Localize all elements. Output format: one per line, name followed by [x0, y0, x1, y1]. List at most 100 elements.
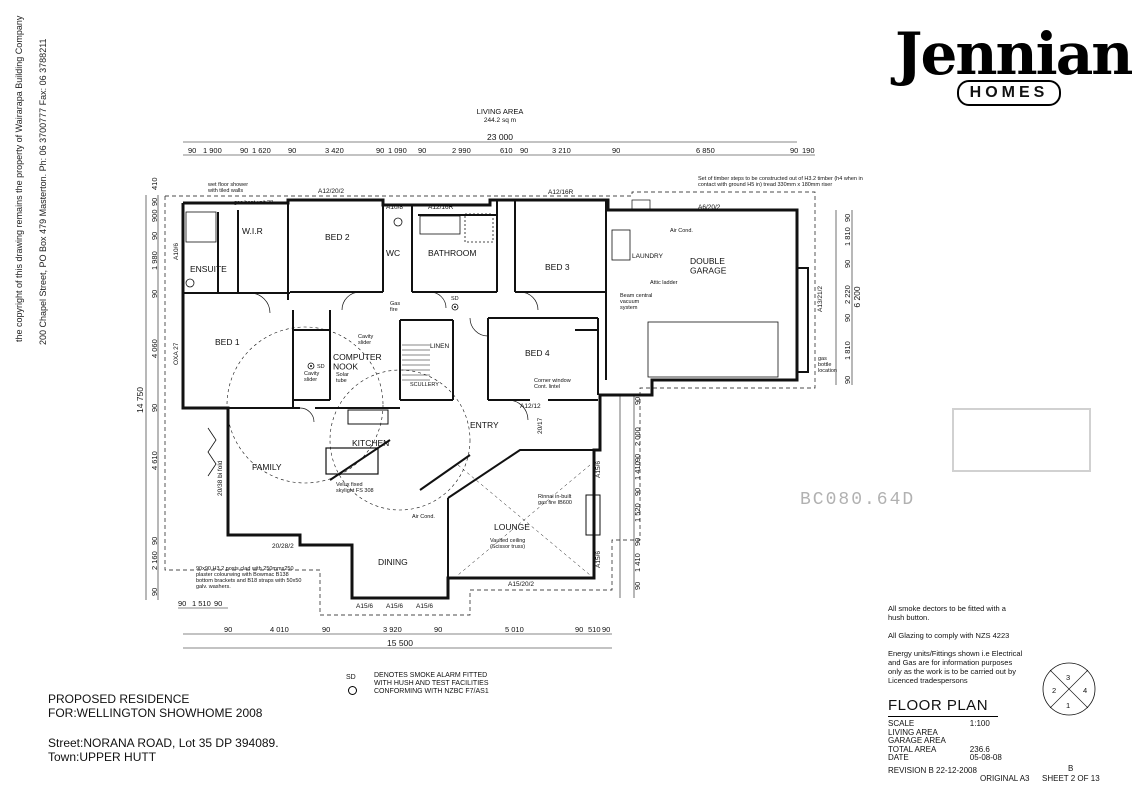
window-a15-6-5: A15/6: [595, 551, 602, 568]
project-info: PROPOSED RESIDENCE FOR:WELLINGTON SHOWHO…: [48, 692, 279, 764]
dim-top-4: 1 620: [252, 146, 271, 155]
room-wc: WC: [386, 248, 400, 258]
window-tags: A12/20/2 A10/8 A12/16R A12/16R A6/20/2 A…: [173, 188, 824, 610]
dim-right-11: 1 410: [633, 461, 642, 480]
dim-left-5: 1 980: [150, 251, 159, 270]
original-size: ORIGINAL A3: [980, 774, 1030, 783]
note-timber-steps: Set of timber steps to be constructed ou…: [698, 176, 863, 188]
note-attic: Attic ladder: [650, 280, 678, 286]
dim-right-2: 1 810: [843, 227, 852, 246]
dim-left-6: 90: [150, 290, 159, 298]
dims-right-column: 90 1 810 90 2 220 90 1 810 90 90 2 000 9…: [633, 214, 852, 590]
exterior-wall: [181, 198, 799, 600]
project-line-2: FOR:WELLINGTON SHOWHOME 2008: [48, 706, 263, 720]
living-area-value: 244.2 sq m: [484, 117, 516, 124]
dim-top-15: 6 850: [696, 146, 715, 155]
tb-val: 1:100: [969, 719, 990, 728]
dim-right-9: 2 000: [633, 427, 642, 446]
dim-right-15: 1 410: [633, 553, 642, 572]
kitchen-island: [325, 447, 379, 475]
window-a15-6-2: A15/6: [386, 603, 403, 610]
dim-right-16: 90: [633, 582, 642, 590]
note-aircond-garage: Air Cond.: [670, 228, 693, 234]
dim-bot2-7: 90: [575, 625, 583, 634]
laundry-tubs: [611, 229, 631, 261]
room-ensuite: ENSUITE: [190, 264, 227, 274]
toilet-wc: [393, 217, 403, 227]
dim-right-10: 90: [633, 454, 642, 462]
fireplace: [585, 494, 601, 536]
compass-1: 1: [1066, 701, 1070, 710]
window-a10-6: A10/6: [173, 243, 180, 260]
dim-right-14: 90: [633, 538, 642, 546]
note-energy: Energy units/Fittings shown i.e Electric…: [888, 649, 1023, 685]
dim-bot2-4: 3 920: [383, 625, 402, 634]
logo-subtext: HOMES: [957, 80, 1061, 106]
room-bed1: BED 1: [215, 337, 240, 347]
dim-left-2: 90: [150, 198, 159, 206]
shower-base: [185, 211, 217, 243]
note-aircond-dining: Air Cond.: [412, 514, 435, 520]
dim-bot1-1: 90: [178, 599, 186, 608]
arc-living: [226, 326, 384, 484]
door-swings: [249, 291, 539, 423]
revision-label: REVISION B 22-12-2008: [888, 766, 977, 775]
jennian-homes-logo: Jennian HOMES: [895, 20, 1132, 112]
revision-letter: B: [1068, 764, 1074, 773]
dims-top-row: 90 1 900 90 1 620 90 3 420 90 1 090 90 2…: [188, 146, 815, 155]
dim-top-7: 90: [376, 146, 384, 155]
legend-sd-mark: SD: [346, 674, 356, 681]
dim-right-4: 2 220: [843, 285, 852, 304]
dim-left-10: 90: [150, 537, 159, 545]
dim-top-16: 90: [790, 146, 798, 155]
dim-bot2-3: 90: [322, 625, 330, 634]
smoke-alarm-icon: [348, 686, 357, 695]
dim-left-12: 90: [150, 588, 159, 596]
note-vaulted: Vaulted ceiling(Scissor truss): [490, 538, 525, 550]
lounge-walls: [329, 439, 594, 578]
window-a12-20-2: A12/20/2: [318, 188, 344, 195]
dim-right-6: 1 810: [843, 341, 852, 360]
dim-right-1: 90: [843, 214, 852, 222]
window-a12-16r-1: A12/16R: [428, 204, 454, 211]
sd-mark-1: SD: [451, 296, 459, 302]
window-20-17: 20/17: [537, 417, 544, 434]
sd-mark-2: SD: [317, 364, 325, 370]
project-town: Town:UPPER HUTT: [48, 750, 157, 764]
dim-left-7: 4 060: [150, 339, 159, 358]
project-street: Street:NORANA ROAD, Lot 35 DP 394089.: [48, 736, 279, 750]
window-a6-20-2: A6/20/2: [698, 204, 721, 211]
tb-row: TOTAL AREA 236.6: [888, 744, 1026, 755]
window-a10-8: A10/8: [386, 204, 403, 211]
tb-val: [970, 729, 1026, 738]
tb-val: 236.6: [969, 744, 990, 754]
kitchen-bench: [347, 409, 389, 425]
room-wir: W.I.R: [242, 226, 263, 236]
general-notes: All smoke dectors to be fitted with a hu…: [888, 604, 1048, 694]
living-area-label: LIVING AREA: [477, 107, 524, 116]
dim-top-11: 610: [500, 146, 513, 155]
room-lounge: LOUNGE: [494, 522, 530, 532]
room-scullery: SCULLERY: [410, 382, 439, 388]
roofline: [164, 191, 816, 616]
tb-key: TOTAL AREA: [888, 744, 937, 754]
dim-bot1-3: 90: [214, 599, 222, 608]
dim-overall-top: 23 000: [487, 132, 513, 142]
logo-wordmark: Jennian: [895, 20, 1132, 88]
dim-left-9: 4 610: [150, 451, 159, 470]
dim-top-13: 3 210: [552, 146, 571, 155]
tb-row: LIVING AREA: [888, 728, 1026, 738]
stair-treads: [402, 344, 430, 381]
dim-bot2-6: 5 010: [505, 625, 524, 634]
window-a12-12: A12/12: [520, 403, 541, 410]
smoke-detectors: SD SD: [307, 296, 459, 370]
